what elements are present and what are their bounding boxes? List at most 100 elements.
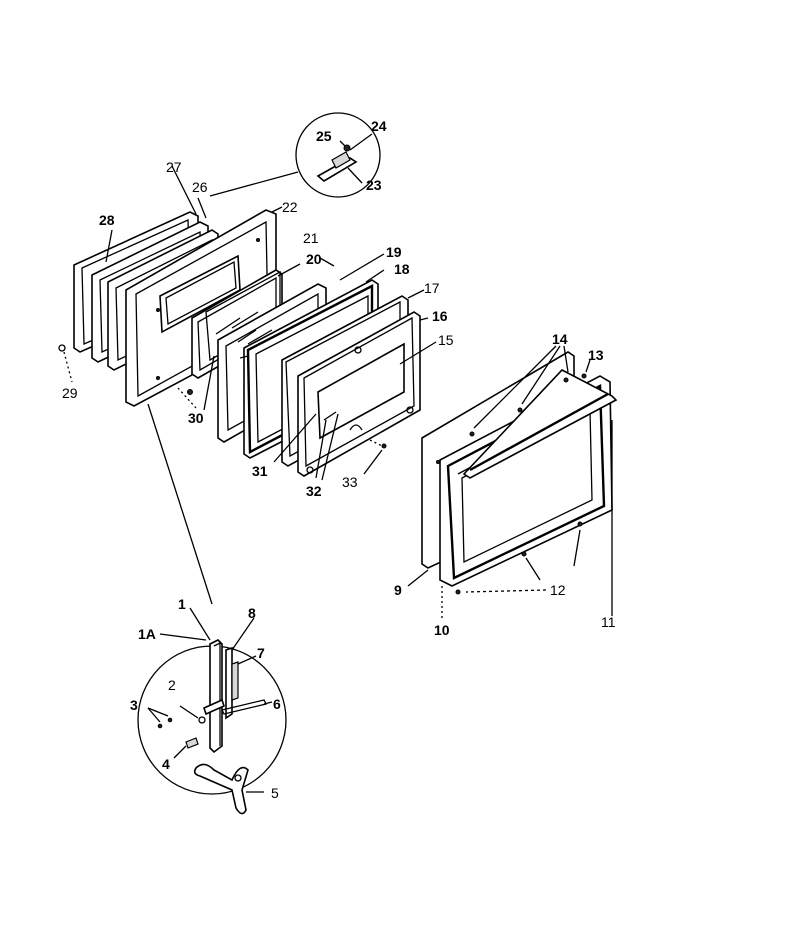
leader-19 [339, 253, 385, 281]
rear-liner-assembly [73, 165, 283, 407]
glass-reflection [215, 317, 241, 335]
leader-7 [237, 655, 257, 665]
glass-reflection [247, 329, 273, 345]
insulation-edge [239, 355, 249, 359]
leader-14b [521, 345, 561, 405]
leader-to-door-liner [209, 171, 299, 197]
leader-8 [231, 617, 255, 651]
screw-part-12 [455, 589, 461, 595]
leader-28 [105, 229, 113, 263]
leader-24 [349, 133, 373, 151]
hinge-arm-1-edge [213, 641, 221, 746]
leader-3b [147, 707, 169, 717]
leader-1A [159, 633, 207, 641]
leader-20 [277, 263, 301, 277]
callout-12: 12 [550, 582, 566, 598]
callout-21: 21 [303, 230, 319, 246]
leader-30b [203, 355, 215, 411]
callout-16: 16 [432, 308, 448, 324]
callout-33: 33 [342, 474, 358, 490]
callout-14: 14 [552, 331, 568, 347]
leader-14a [473, 345, 557, 429]
leader-12a [465, 589, 547, 593]
callout-9: 9 [394, 582, 402, 598]
glass-reflection [237, 329, 257, 343]
callout-30: 30 [188, 410, 204, 426]
callout-15: 15 [438, 332, 454, 348]
leader-33-dash [369, 439, 383, 447]
roller-part-4 [185, 737, 199, 749]
mount-hole [354, 346, 362, 354]
hinge-spring-7 [231, 661, 239, 701]
leader-14c [563, 345, 569, 373]
door-handle-11 [462, 369, 618, 479]
rivet [156, 308, 160, 312]
callout-25: 25 [316, 128, 332, 144]
leader-12c [573, 529, 581, 567]
callout-1: 1 [178, 596, 186, 612]
leader-18 [365, 269, 385, 283]
screw-part-14 [469, 431, 475, 437]
screw-part-30 [187, 389, 193, 395]
leader-32b [321, 413, 339, 481]
window-opening-inner [165, 260, 237, 326]
callout-8: 8 [248, 605, 256, 621]
screw-part-12 [577, 521, 583, 527]
callout-27: 27 [166, 159, 182, 175]
leader-4 [173, 745, 187, 759]
leader-3a [147, 707, 161, 723]
callout-26: 26 [192, 179, 208, 195]
callout-2: 2 [168, 677, 176, 693]
detail-circle-top [295, 112, 381, 198]
leader-9 [407, 569, 429, 587]
leader-6 [263, 701, 273, 705]
callout-13: 13 [588, 347, 604, 363]
clip-slot [349, 424, 363, 431]
callout-22: 22 [282, 199, 298, 215]
leader-27 [171, 165, 197, 215]
leader-16 [419, 317, 429, 321]
callout-19: 19 [386, 244, 402, 260]
hinge-bracket-6 [203, 698, 225, 716]
rivet [256, 238, 260, 242]
callout-32: 32 [306, 483, 322, 499]
pin-part-2 [198, 716, 206, 724]
leader-13 [585, 359, 591, 373]
leader-32 [315, 419, 327, 479]
hinge-lever-pivot [234, 774, 242, 782]
screw-part-33 [381, 443, 387, 449]
leader-22 [271, 206, 283, 213]
callout-24: 24 [371, 118, 387, 134]
callout-18: 18 [394, 261, 410, 277]
leader-23 [347, 167, 363, 184]
glass-reflection [231, 311, 259, 329]
hinge-detail [137, 607, 287, 815]
window-cutout-15 [317, 342, 405, 440]
callout-7: 7 [257, 645, 265, 661]
clip-part-32 [323, 411, 337, 421]
callout-31: 31 [252, 463, 268, 479]
bracket-clip [331, 151, 351, 169]
door-handle-11-bar [469, 392, 609, 472]
leader-31 [273, 413, 317, 463]
hinge-arm-1 [209, 639, 223, 754]
leader-29 [63, 351, 73, 383]
callout-28: 28 [99, 212, 115, 228]
leader-17 [407, 289, 425, 299]
leader-to-hinge-detail [147, 403, 213, 605]
leader-12b [525, 557, 541, 581]
screw-part-12 [521, 551, 527, 557]
hinge-plate-8 [225, 646, 233, 720]
leader-2 [179, 705, 199, 719]
screw-part-3 [157, 723, 163, 729]
callout-11: 11 [601, 614, 616, 630]
callout-10: 10 [434, 622, 450, 638]
leader-1 [189, 607, 211, 641]
callout-4: 4 [162, 756, 170, 772]
callout-6: 6 [273, 696, 281, 712]
door-panel-16-inner [303, 316, 415, 468]
leader-33 [363, 449, 383, 475]
screw-part-25 [343, 144, 351, 152]
leader-25 [339, 140, 346, 147]
